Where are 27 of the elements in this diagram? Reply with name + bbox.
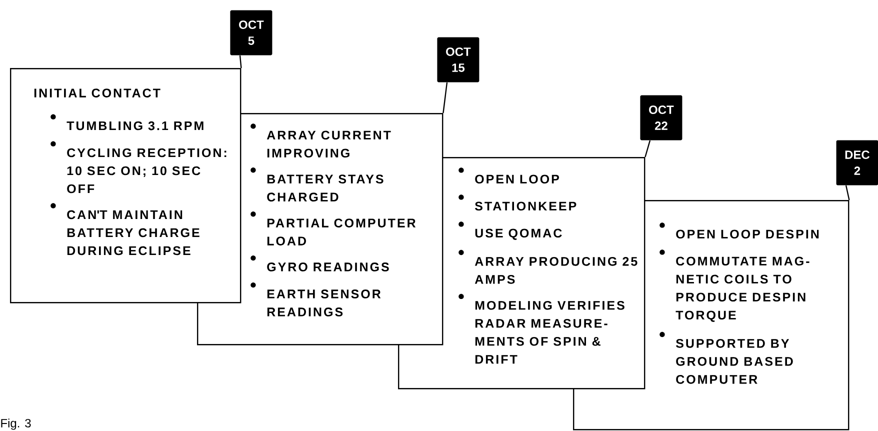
connector-line bbox=[239, 55, 242, 68]
bullet-item: EARTH SENSOR READINGS bbox=[250, 282, 381, 316]
bullet-item: OPEN LOOP DESPIN bbox=[660, 222, 819, 239]
figure-label: Fig. 3 bbox=[1, 418, 31, 430]
heading: INITIAL CONTACT bbox=[34, 88, 160, 98]
bullet-item: TUMBLING 3.1 RPM bbox=[50, 114, 204, 130]
bullet-item: MODELING VERIFIES RADAR MEASURE- MENTS OF SPIN & DRIFT bbox=[458, 294, 624, 364]
bullet-item: USE QOMAC bbox=[458, 222, 562, 240]
panel bbox=[10, 68, 242, 304]
date-tag: DEC 2 bbox=[836, 140, 878, 186]
bullet-item: ARRAY PRODUCING 25 AMPS bbox=[458, 250, 638, 284]
date-tag: OCT 22 bbox=[640, 95, 682, 140]
date-tag: OCT 15 bbox=[437, 37, 480, 82]
bullet-item: PARTIAL COMPUTER LOAD bbox=[250, 212, 416, 246]
bullet-item: STATIONKEEP bbox=[458, 194, 576, 211]
bullet-item: GYRO READINGS bbox=[250, 255, 389, 272]
connector-line bbox=[442, 82, 448, 114]
connector-line bbox=[644, 140, 651, 158]
bullet-item: CAN'T MAINTAIN BATTERY CHARGE DURING ECLIPSE bbox=[50, 203, 200, 256]
bullet-item: OPEN LOOP bbox=[458, 168, 559, 184]
date-tag: OCT 5 bbox=[230, 10, 272, 56]
bullet-item: BATTERY STAYS CHARGED bbox=[250, 168, 384, 202]
bullet-item: ARRAY CURRENT IMPROVING bbox=[250, 124, 391, 158]
bullet-item: CYCLING RECEPTION: 10 SEC ON; 10 SEC OFF bbox=[50, 141, 226, 194]
connector-line bbox=[845, 185, 850, 200]
bullet-item: COMMUTATE MAG- NETIC COILS TO PRODUCE DESPIN TORQUE bbox=[660, 250, 810, 322]
bullet-item: SUPPORTED BY GROUND BASED COMPUTER bbox=[660, 332, 793, 384]
